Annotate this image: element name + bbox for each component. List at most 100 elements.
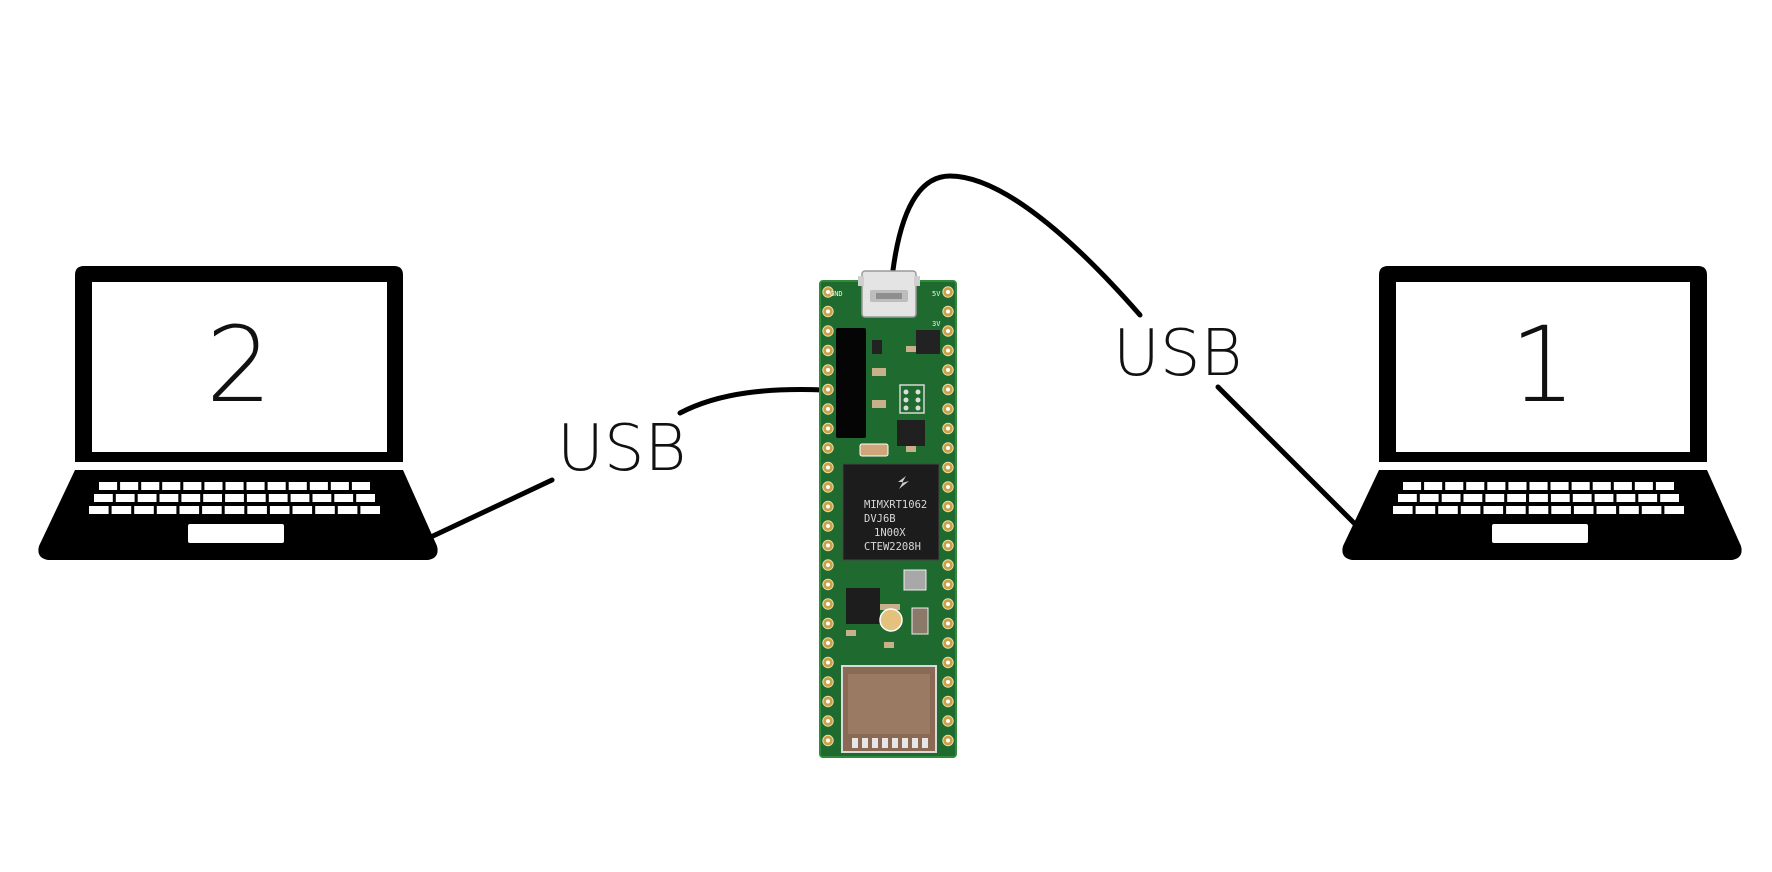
sd-pin (922, 738, 928, 748)
keyboard-key (1438, 506, 1458, 514)
keyboard-key (159, 494, 179, 502)
cable-left-board-segment (677, 387, 827, 416)
laptop-right-base (1342, 470, 1742, 560)
header-pad-hole (946, 446, 950, 450)
header-pad-hole (946, 329, 950, 333)
keyboard-key (1483, 506, 1504, 514)
header-pad-hole (826, 719, 830, 723)
usb-label-left: USB (557, 412, 686, 486)
keyboard-key (247, 506, 267, 514)
keyboard-key (1424, 482, 1443, 490)
sd-pin (852, 738, 858, 748)
laptop-right-trackpad (1492, 524, 1588, 543)
small-components-upper (859, 330, 940, 457)
header-pad-hole (826, 602, 830, 606)
keyboard-key (156, 506, 177, 514)
header-pad-hole (826, 309, 830, 314)
header-pad-hole (826, 387, 830, 392)
chip-line-1: MIMXRT1062 (864, 499, 927, 511)
header-pad-hole (826, 465, 830, 470)
keyboard-key (115, 494, 135, 502)
keyboard-key (330, 482, 349, 490)
header-pad-hole (826, 621, 830, 626)
header-pad-hole (946, 504, 950, 509)
sd-pin (862, 738, 868, 748)
keyboard-key (1596, 506, 1617, 514)
keyboard-key (1664, 506, 1684, 514)
silk-5v: 5V (932, 290, 941, 298)
keyboard-key (1445, 482, 1464, 490)
header-pad-hole (826, 407, 830, 411)
header-pad-hole (826, 504, 830, 509)
header-pad-hole (826, 699, 830, 704)
keyboard-key (356, 494, 375, 502)
header-pad-hole (946, 660, 950, 665)
keyboard-key (246, 494, 266, 502)
keyboard-key (269, 506, 290, 514)
header-pad-hole (946, 582, 950, 587)
silk-3v: 3V (932, 320, 941, 328)
keyboard-key (351, 482, 370, 490)
laptop-right-keyboard (1393, 482, 1684, 514)
header-pad-hole (946, 602, 950, 606)
sd-pin (912, 738, 918, 748)
micro-sd-slot (841, 665, 937, 753)
keyboard-key (99, 482, 118, 490)
keyboard-key (246, 482, 265, 490)
keyboard-key (1594, 494, 1614, 502)
keyboard-key (1506, 506, 1526, 514)
header-pad-hole (826, 290, 830, 294)
program-button (879, 608, 903, 632)
keyboard-key (1638, 494, 1658, 502)
header-pad-hole (946, 348, 950, 353)
silk-gnd: GND (830, 290, 843, 298)
header-pad-hole (946, 719, 950, 723)
keyboard-key (1393, 506, 1413, 514)
keyboard-key (267, 482, 286, 490)
keyboard-key (162, 482, 181, 490)
header-pad-hole (826, 543, 830, 548)
keyboard-key (1551, 506, 1571, 514)
keyboard-key (1485, 494, 1505, 502)
keyboard-key (1441, 494, 1461, 502)
board-silkscreen: GND 5V 3V (830, 290, 941, 328)
keyboard-key (1550, 482, 1569, 490)
header-pad-hole (826, 680, 830, 684)
keyboard-key (1616, 494, 1636, 502)
microcontroller-board: MIMXRT1062 DVJ6B 1N00X CTEW2208H GND 5V … (819, 270, 957, 758)
keyboard-key (225, 494, 244, 502)
keyboard-key (1508, 482, 1527, 490)
header-pad-hole (946, 641, 950, 645)
keyboard-key (1660, 494, 1679, 502)
keyboard-key (360, 506, 380, 514)
sd-pin (872, 738, 878, 748)
keyboard-key (1507, 494, 1526, 502)
header-pads (822, 286, 954, 747)
keyboard-key (94, 494, 113, 502)
cable-right (890, 173, 1359, 528)
keyboard-key (1573, 506, 1594, 514)
keyboard-key (1419, 494, 1439, 502)
header-pad-hole (826, 660, 830, 665)
header-pad-hole (826, 329, 830, 333)
usb-label-right: USB (1113, 317, 1242, 391)
keyboard-key (1466, 482, 1485, 490)
keyboard-key (1655, 482, 1674, 490)
header-pad-hole (826, 485, 830, 489)
chip-markings: MIMXRT1062 DVJ6B 1N00X CTEW2208H (864, 499, 927, 553)
keyboard-key (225, 482, 244, 490)
header-pad-hole (946, 699, 950, 704)
keyboard-key (288, 482, 307, 490)
keyboard-key (1398, 494, 1417, 502)
sd-pin (882, 738, 888, 748)
header-pad-hole (946, 738, 950, 743)
keyboard-key (183, 482, 202, 490)
keyboard-key (334, 494, 354, 502)
header-pad-hole (826, 563, 830, 567)
header-pad-hole (946, 621, 950, 626)
header-pad-hole (946, 387, 950, 392)
keyboard-key (309, 482, 328, 490)
sd-pin (892, 738, 898, 748)
keyboard-key (204, 482, 223, 490)
keyboard-key (224, 506, 245, 514)
